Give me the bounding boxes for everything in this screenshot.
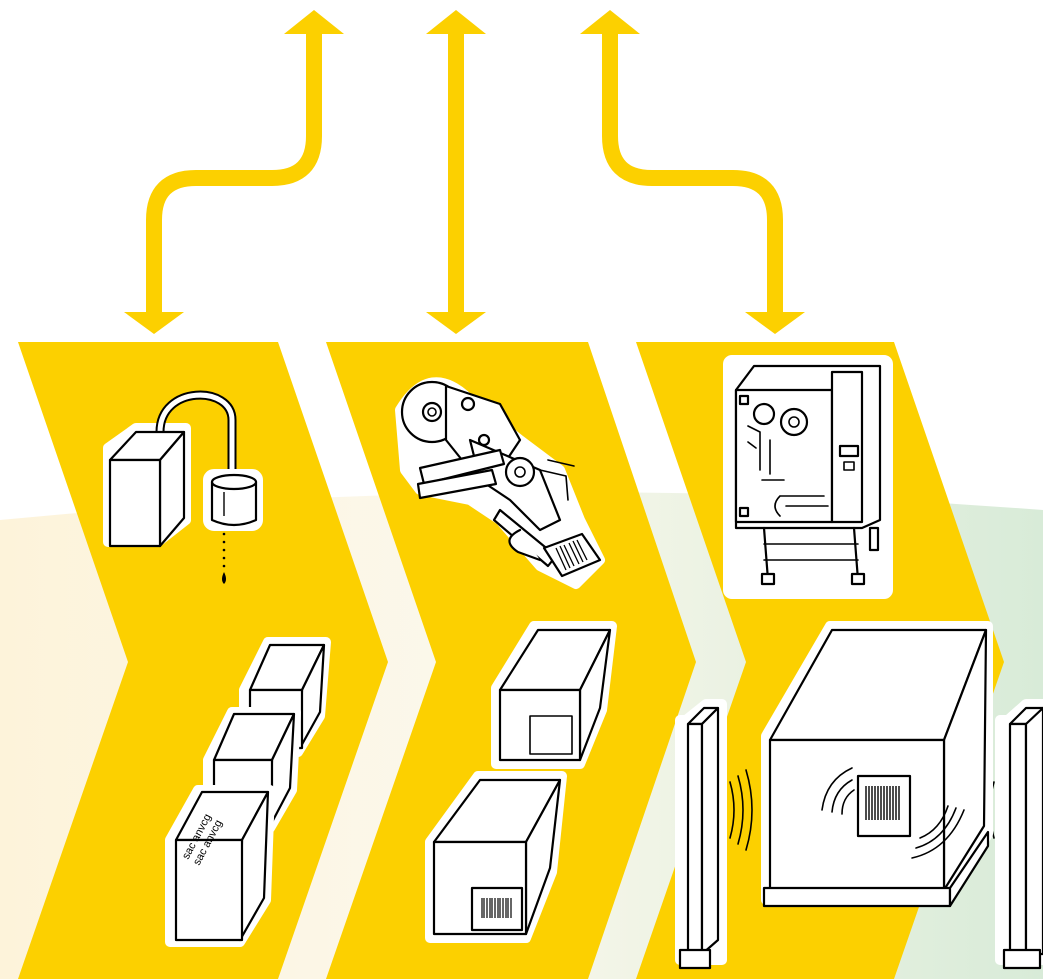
print-apply-machine-icon xyxy=(728,360,888,594)
left-branch-arrow-head-down xyxy=(124,312,184,334)
center-arrow-head-down xyxy=(426,312,486,334)
right-branch-arrow-shaft xyxy=(610,30,775,316)
left-branch-arrow-shaft xyxy=(154,30,314,316)
left-branch-arrow-head-up xyxy=(284,10,344,34)
right-branch-arrow-head-down xyxy=(745,312,805,334)
left-branch-arrow xyxy=(124,10,344,334)
center-arrow-head-up xyxy=(426,10,486,34)
center-arrow xyxy=(426,10,486,334)
arrow-group xyxy=(124,10,805,334)
right-branch-arrow xyxy=(580,10,805,334)
right-branch-arrow-head-up xyxy=(580,10,640,34)
